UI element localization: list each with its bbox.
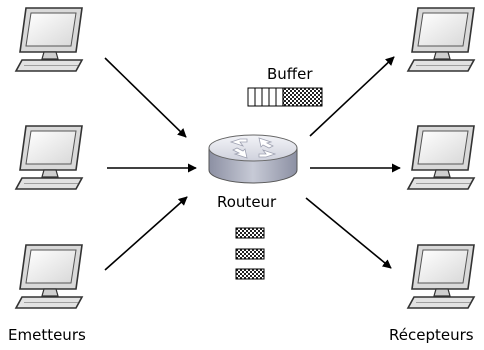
packet-icon (235, 227, 265, 239)
receiver-computer (407, 244, 475, 309)
computer-icon (15, 244, 83, 309)
arrow-router-to-receiver (309, 56, 395, 137)
sender-computer (15, 125, 83, 190)
arrow-sender-to-router (104, 196, 188, 271)
arrow-router-to-receiver (305, 197, 392, 269)
receiver-computer (407, 7, 475, 72)
computer-icon (407, 244, 475, 309)
packet-icon (235, 248, 265, 260)
receivers-label: Récepteurs (389, 326, 474, 344)
sender-computer (15, 244, 83, 309)
buffer-label: Buffer (267, 65, 313, 83)
senders-label: Emetteurs (8, 326, 86, 344)
computer-icon (15, 7, 83, 72)
arrow-sender-to-router (104, 57, 187, 138)
router-label: Routeur (217, 193, 277, 211)
computer-icon (407, 7, 475, 72)
packet-icon (235, 268, 265, 280)
sender-computer (15, 7, 83, 72)
computer-icon (15, 125, 83, 190)
computer-icon (407, 125, 475, 190)
receiver-computer (407, 125, 475, 190)
buffer-queue-icon (247, 87, 323, 107)
router-icon (208, 134, 298, 184)
